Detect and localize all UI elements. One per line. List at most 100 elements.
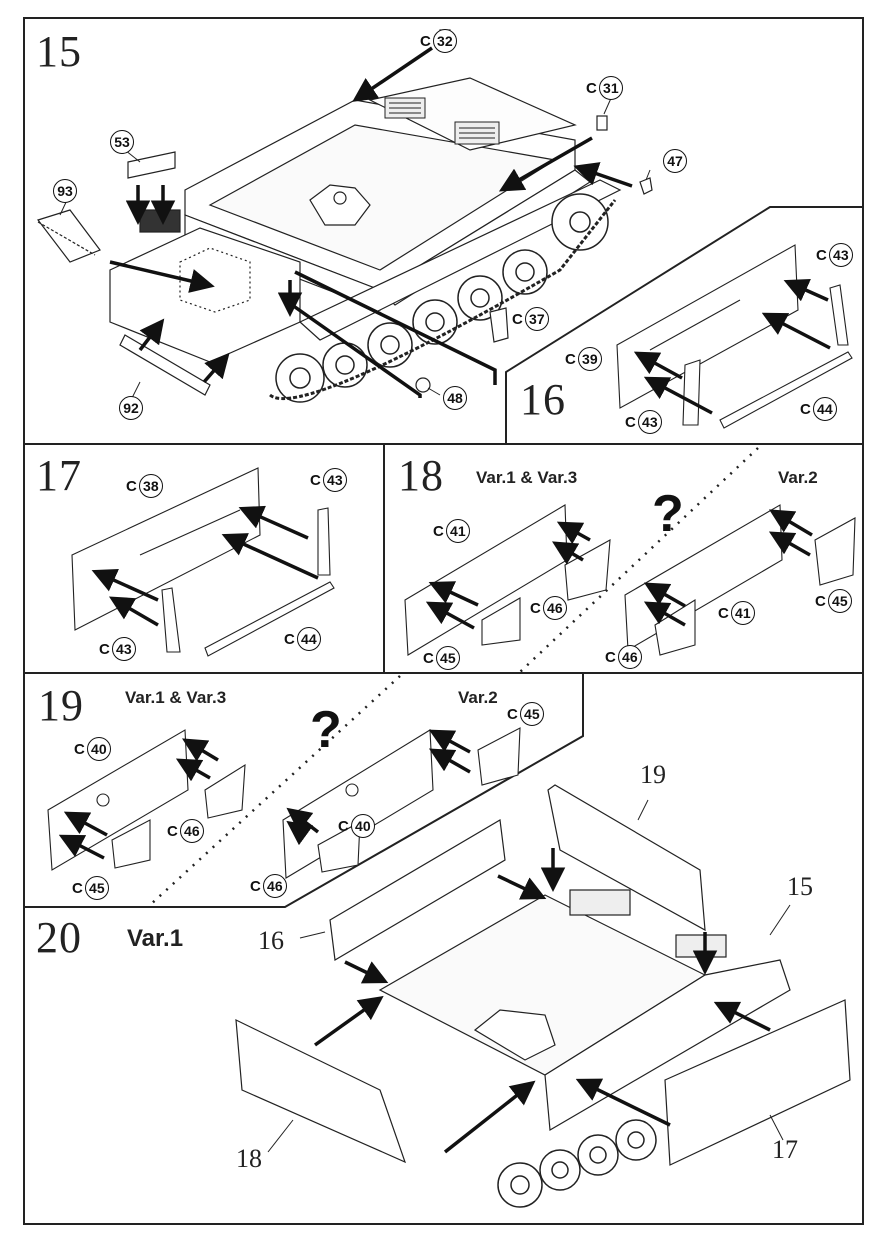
subassembly-label-16: 16 [258,926,284,955]
callout-prefix: C [167,822,178,840]
subassembly-label-15: 15 [787,872,813,901]
part-number: 46 [542,596,567,620]
part-number: 32 [432,29,457,53]
var2-part-c45 [814,517,856,586]
sub18-side-plate [235,1018,407,1164]
step19-question-mark: ? [310,701,342,759]
callout-prefix: C [815,592,826,610]
track-run [269,199,617,401]
part-number: 48 [443,386,467,410]
step-number-18: 18 [398,451,444,500]
var2-part-c46 [317,821,361,873]
part-number: 39 [577,347,602,371]
callout-prefix: C [126,477,137,495]
step19-variant-1-3-label: Var.1 & Var.3 [125,688,227,707]
part-c39-plate [616,244,799,409]
callout-prefix: C [420,32,431,50]
step15-leaders [59,35,651,399]
callout-93: 93 [53,179,77,203]
step20-arrows [313,848,771,1154]
part-number: 47 [663,149,687,173]
part-c44-rod [719,351,853,429]
part-number: 44 [812,397,837,421]
part-c44-rod [204,581,335,657]
part-number: 46 [617,645,642,669]
part-number: 40 [350,814,375,838]
callout-47: 47 [663,149,687,173]
outer-frame [23,17,864,1225]
part-c43-bracket-left [161,587,181,653]
callout-prefix: C [586,79,597,97]
part-number: 40 [86,737,111,761]
part-number: 45 [519,702,544,726]
step16-arrows [633,278,831,415]
part-number: 43 [828,243,853,267]
sub19-plate [547,784,706,932]
turret-ring-mount [309,184,371,226]
step20-wheels [497,1119,657,1208]
callout-prefix: C [99,640,110,658]
var13-part-c46 [564,539,611,601]
track-guard [298,179,622,341]
part-number: 53 [110,130,134,154]
callout-prefix: C [284,630,295,648]
var13-part-c45 [111,819,151,869]
part-number: 46 [262,874,287,898]
part-c43-bracket-right [317,507,331,576]
callout-prefix: C [72,879,83,897]
part-c37 [489,307,509,343]
step-number-19: 19 [38,681,84,730]
subassembly-label-17: 17 [772,1135,798,1164]
part-number: 37 [524,307,549,331]
part-c43-bracket [682,359,701,426]
part-number: 31 [598,76,623,100]
part-number: 43 [322,468,347,492]
part-number: 41 [730,601,755,625]
part-92-track-links [119,334,211,396]
callout-prefix: C [433,522,444,540]
step17-drawing [71,467,335,657]
callout-prefix: C [565,350,576,368]
callout-prefix: C [625,413,636,431]
part-number: 45 [827,589,852,613]
callout-prefix: C [423,649,434,667]
step17-arrows [91,505,319,627]
step15-guide-lines [283,270,497,398]
callout-53: 53 [110,130,134,154]
front-grille [139,209,181,233]
subassembly-label-18: 18 [236,1144,262,1173]
part-number: 46 [179,819,204,843]
step19-arrows [58,729,471,860]
var2-part-c45 [477,727,521,786]
part-number: 38 [138,474,163,498]
step-number-15: 15 [36,27,82,76]
part-47 [639,177,653,195]
part-number: 45 [84,876,109,900]
callout-prefix: C [74,740,85,758]
callout-prefix: C [507,705,518,723]
step18-drawing [404,504,856,656]
panel-frames [23,17,864,1225]
callout-prefix: C [530,599,541,617]
part-c31 [596,115,608,131]
step18-question-mark: ? [652,485,684,543]
step18-variant-1-3-label: Var.1 & Var.3 [476,468,578,487]
